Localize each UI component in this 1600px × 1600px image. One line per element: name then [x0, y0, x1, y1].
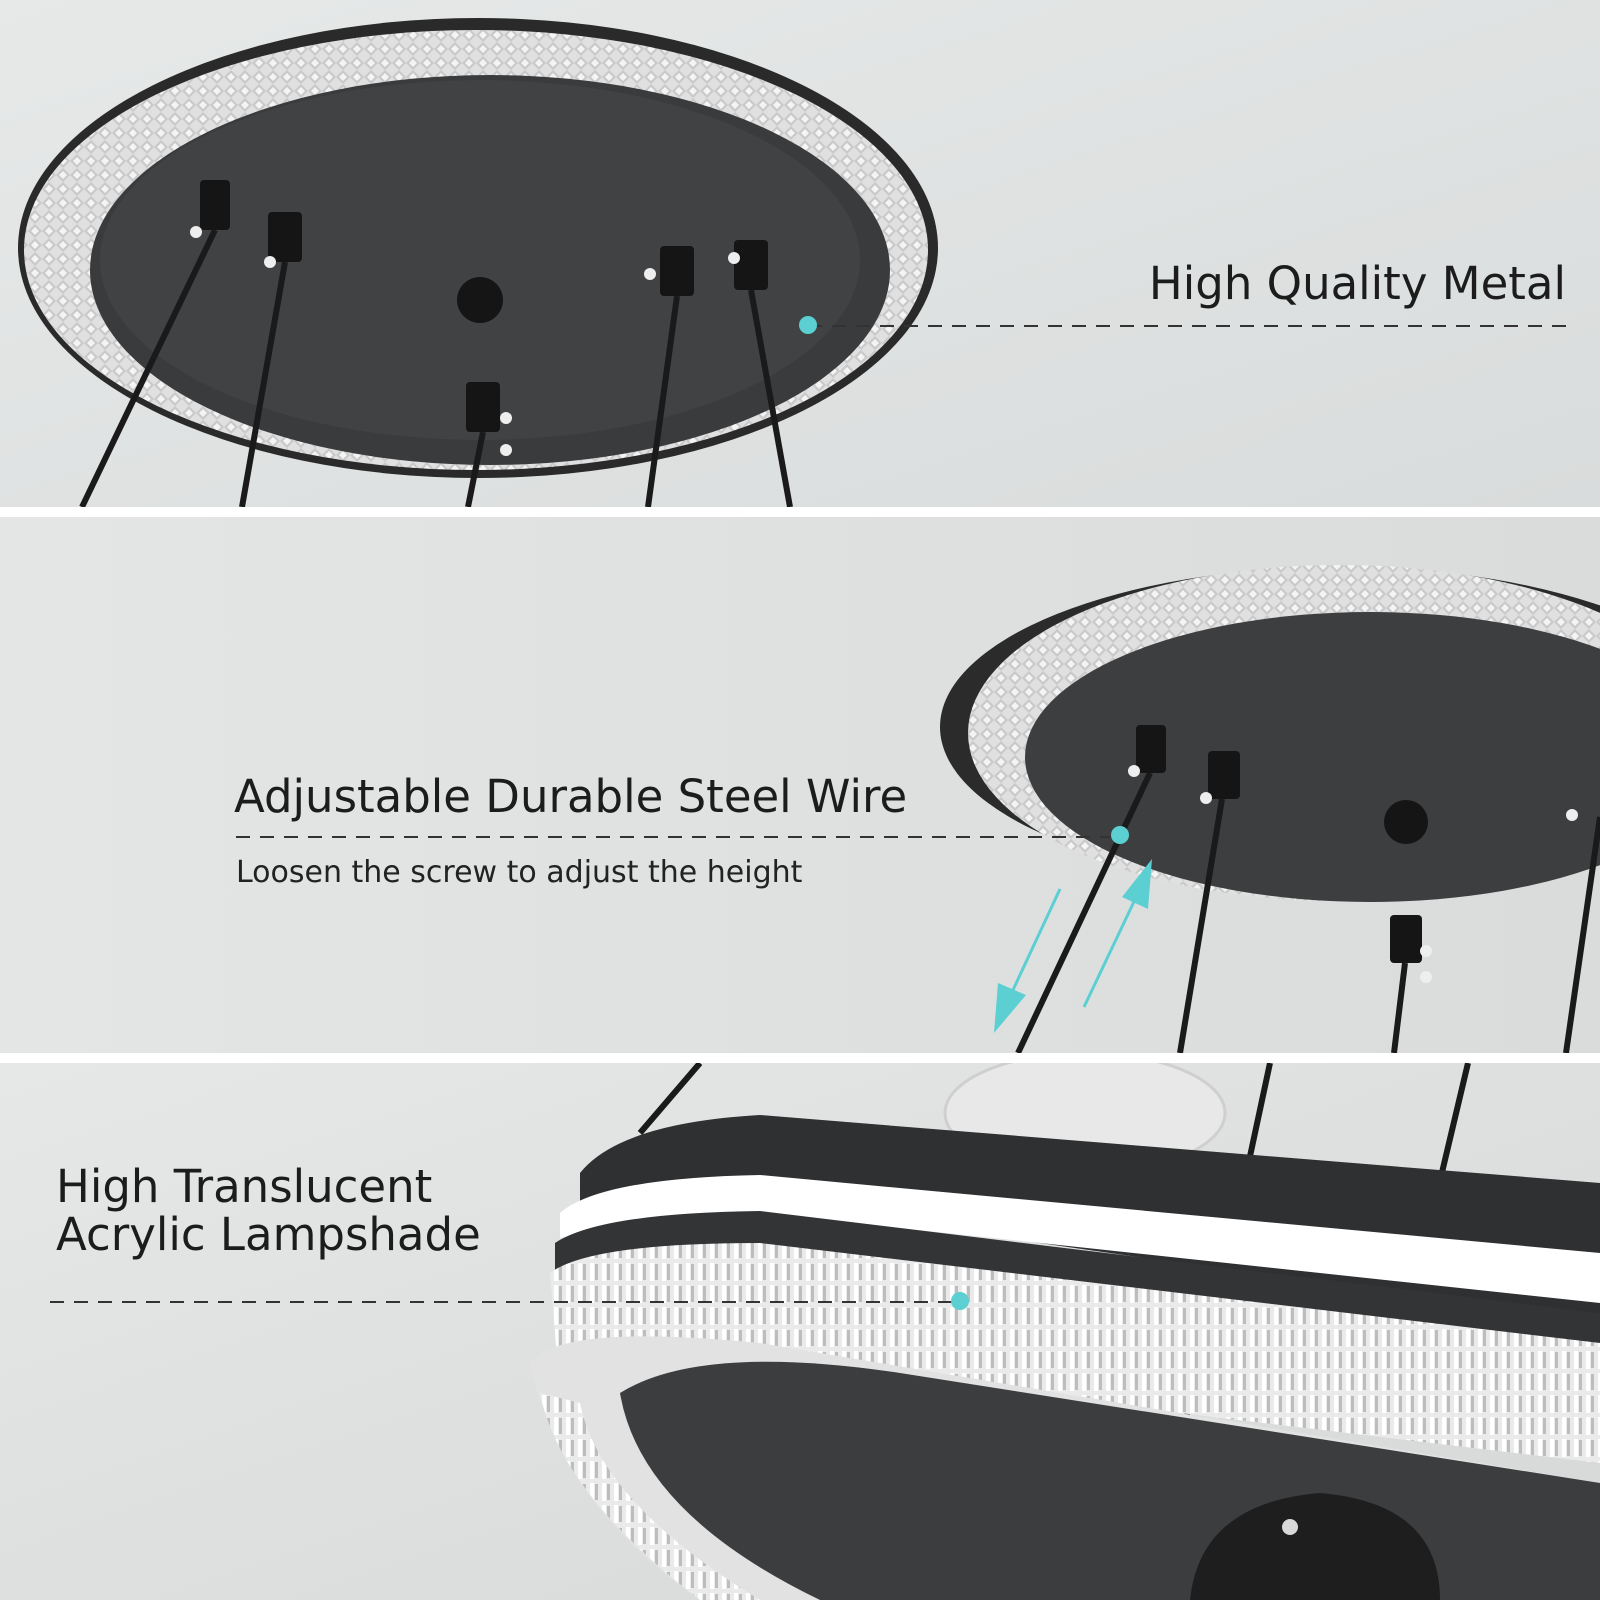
- canopy-plate-2: [1025, 612, 1600, 902]
- panel-steel-wire: Adjustable Durable Steel Wire Loosen the…: [0, 517, 1600, 1053]
- label-steel-wire: Adjustable Durable Steel Wire: [234, 770, 908, 823]
- crystal-band: [550, 1243, 1600, 1463]
- ring-light-strip: [560, 1175, 1600, 1303]
- center-dome: [1190, 1493, 1440, 1600]
- height-adjust-arrows: [994, 859, 1152, 1033]
- callout-dot-wire: [1111, 826, 1129, 844]
- panel-high-quality-metal: High Quality Metal: [0, 0, 1600, 507]
- canopy-top-photo: [0, 0, 1600, 507]
- label-lampshade-line1: High Translucent: [56, 1160, 433, 1213]
- label-lampshade-line2: Acrylic Lampshade: [56, 1208, 481, 1261]
- label-high-quality-metal: High Quality Metal: [1148, 257, 1566, 310]
- panel-acrylic-lampshade: High Translucent Acrylic Lampshade: [0, 1063, 1600, 1600]
- label-steel-wire-subtitle: Loosen the screw to adjust the height: [236, 855, 803, 890]
- callout-dot-lampshade: [951, 1292, 969, 1310]
- canopy-wire-photo: [0, 517, 1600, 1053]
- callout-dot-metal: [799, 316, 817, 334]
- lampshade-photo: [0, 1063, 1600, 1600]
